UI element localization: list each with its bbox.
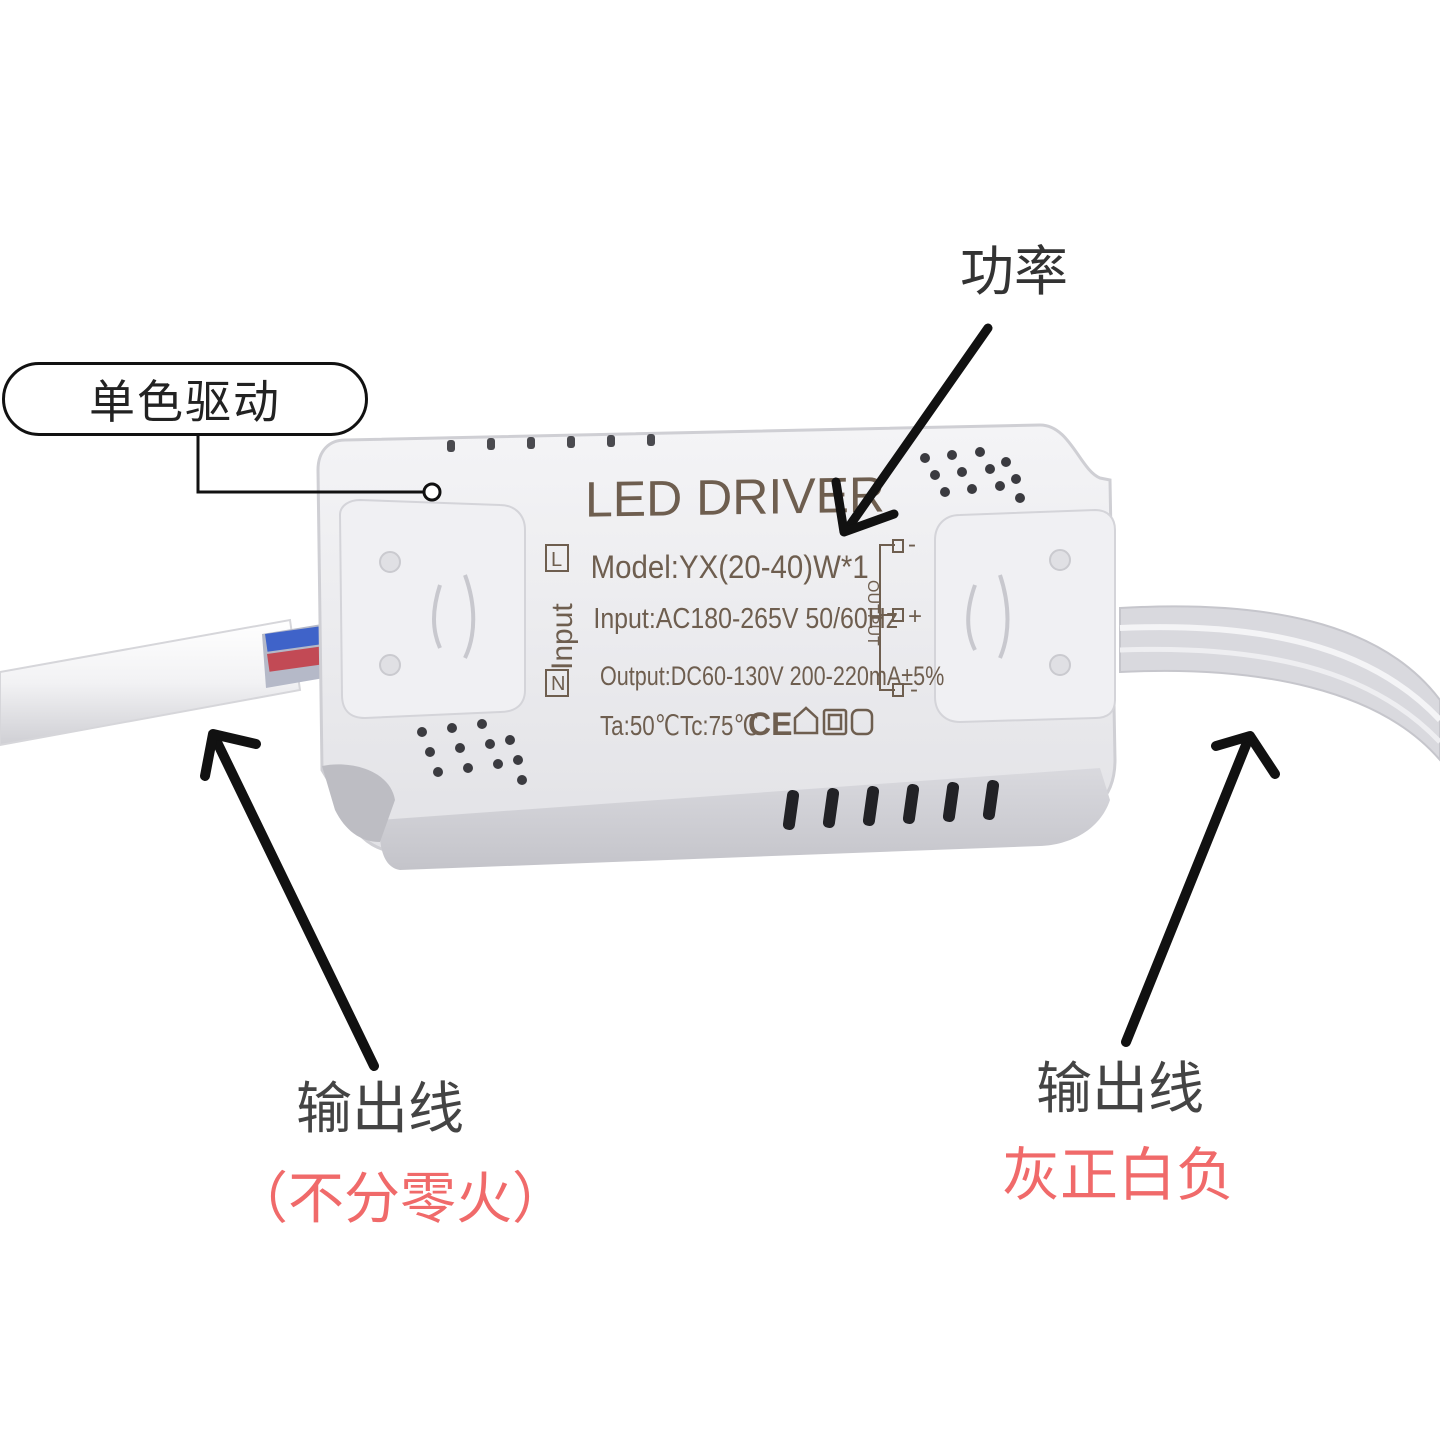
driver-output-side: OUTPUT	[864, 580, 881, 646]
driver-output-spec: Output:DC60-130V 200-220mA±5%	[600, 662, 944, 692]
cert-icons	[793, 706, 874, 736]
left-output-label: 输出线	[296, 1077, 464, 1142]
top-vents	[447, 434, 655, 452]
driver-input-l: L	[551, 549, 562, 571]
printed-label: LED DRIVER Model:YX(20-40)W*1 Input:AC18…	[546, 467, 944, 742]
left-cable	[0, 618, 302, 747]
left-output-arrow	[200, 729, 379, 1071]
right-cable	[1119, 605, 1440, 762]
driver-tc: Tc:75℃	[680, 711, 759, 742]
right-clip-panel	[934, 508, 1116, 724]
power-arrow	[831, 323, 993, 537]
single-color-driver-callout: 单色驱动	[2, 362, 368, 436]
driver-out-minus-bottom: -	[910, 676, 918, 703]
screw-dot	[1049, 654, 1071, 676]
mounting-notch	[322, 764, 395, 842]
top-right-vents	[920, 447, 1025, 503]
right-output-label: 输出线	[1036, 1057, 1204, 1122]
bottom-left-vents	[417, 719, 527, 785]
callout-leader-line	[196, 436, 426, 494]
driver-out-minus-top: -	[908, 531, 916, 558]
driver-ta: Ta:50℃	[600, 711, 680, 742]
screw-dot	[379, 654, 401, 676]
single-color-driver-text: 单色驱动	[89, 375, 281, 429]
input-l-box	[545, 544, 569, 572]
driver-side	[379, 768, 1110, 870]
left-clip-panel	[338, 498, 526, 720]
driver-out-plus: +	[908, 603, 922, 630]
grip-mark	[966, 584, 977, 651]
driver-input-n: N	[551, 673, 565, 695]
driver-model: Model:YX(20-40)W*1	[591, 549, 869, 585]
input-n-box	[545, 669, 569, 697]
callout-anchor-dot	[422, 482, 442, 502]
grip-mark	[998, 574, 1010, 659]
driver-ce-mark: CE	[748, 706, 792, 742]
grip-mark	[432, 584, 442, 649]
right-cable-stripe	[1119, 646, 1440, 744]
screw-dot	[1049, 549, 1071, 571]
output-terminal	[892, 608, 904, 622]
driver-input-side: Input	[546, 603, 579, 670]
grip-mark	[463, 574, 476, 659]
screw-dot	[379, 551, 401, 573]
driver-input-spec: Input:AC180-265V 50/60Hz	[593, 602, 898, 634]
right-output-arrow	[1121, 731, 1280, 1047]
right-output-note: 灰正白负	[1002, 1141, 1235, 1209]
output-terminal	[892, 539, 904, 553]
right-cable-stripe	[1119, 624, 1440, 723]
side-slots	[782, 780, 1000, 830]
left-output-note: （不分零火）	[232, 1167, 568, 1232]
red-wire	[267, 646, 325, 672]
output-terminal	[892, 683, 904, 697]
power-callout: 功率	[960, 240, 1068, 303]
blue-wire	[265, 626, 323, 652]
